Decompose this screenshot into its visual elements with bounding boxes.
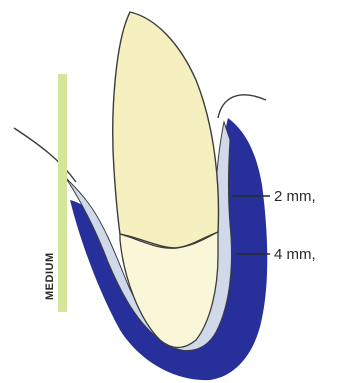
lower-measure-label: 4 mm, — [274, 246, 316, 263]
medium-label: MEDIUM — [44, 252, 56, 300]
gingiva-contour-right — [218, 95, 266, 118]
tooth-crown — [113, 12, 219, 248]
medium-indicator-bar — [58, 74, 67, 312]
upper-measure-label: 2 mm, — [274, 188, 316, 205]
